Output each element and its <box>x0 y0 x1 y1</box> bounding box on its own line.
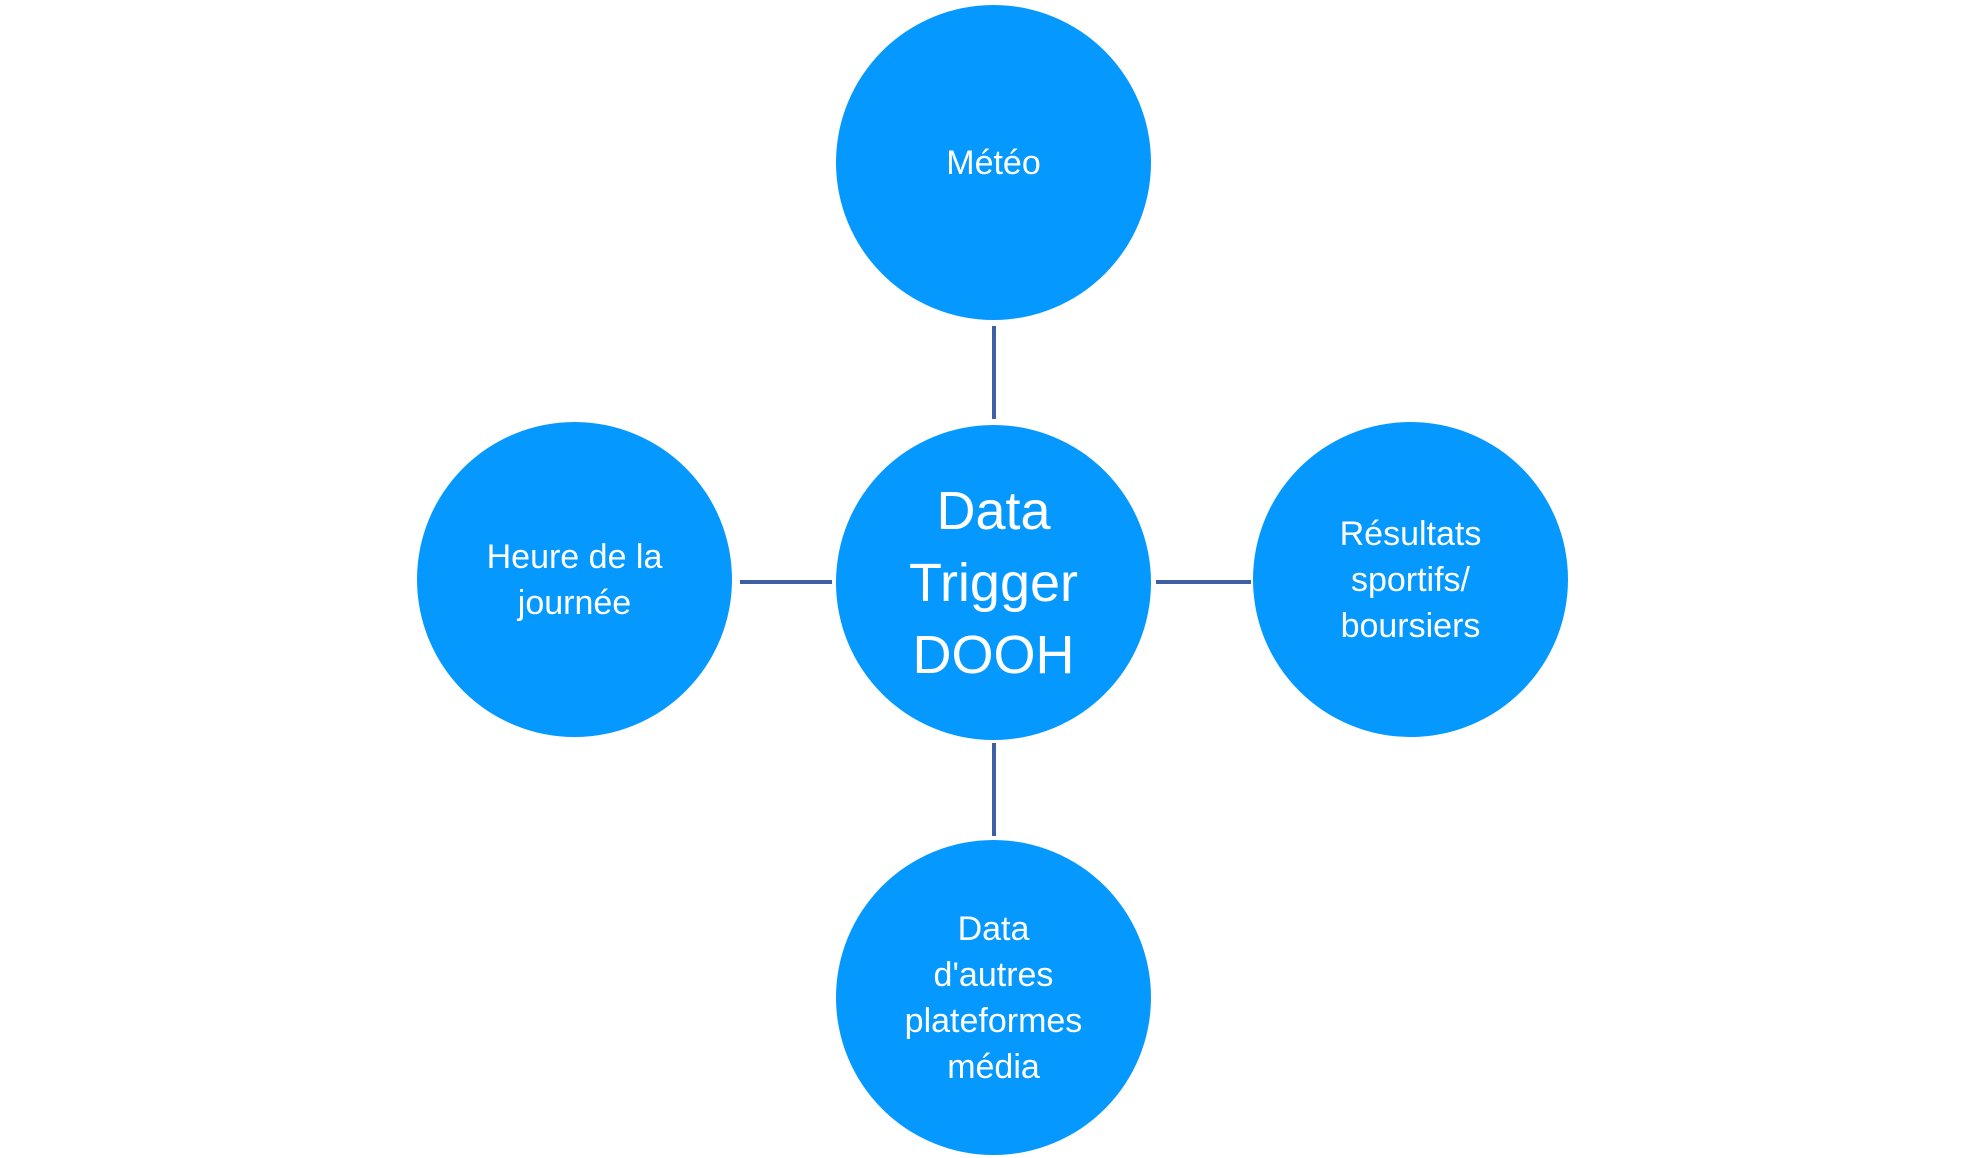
node-heure-label: Heure de la journée <box>486 537 663 622</box>
connector-bottom <box>992 743 996 836</box>
node-data-autres-label: Data d'autres plateformes média <box>904 909 1083 1086</box>
node-resultats-label: Résultats sportifs/ boursiers <box>1339 514 1482 645</box>
node-data-autres-plateformes: Data d'autres plateformes média <box>836 840 1151 1155</box>
node-heure-de-la-journee: Heure de la journée <box>417 422 732 737</box>
connector-right <box>1156 580 1251 584</box>
node-center-data-trigger-dooh: Data Trigger DOOH <box>836 425 1151 740</box>
node-meteo: Météo <box>836 5 1151 320</box>
connector-top <box>992 326 996 419</box>
node-meteo-label: Météo <box>946 143 1041 182</box>
node-resultats-sportifs-boursiers: Résultats sportifs/ boursiers <box>1253 422 1568 737</box>
connector-left <box>740 580 832 584</box>
node-center-label: Data Trigger DOOH <box>908 480 1079 685</box>
